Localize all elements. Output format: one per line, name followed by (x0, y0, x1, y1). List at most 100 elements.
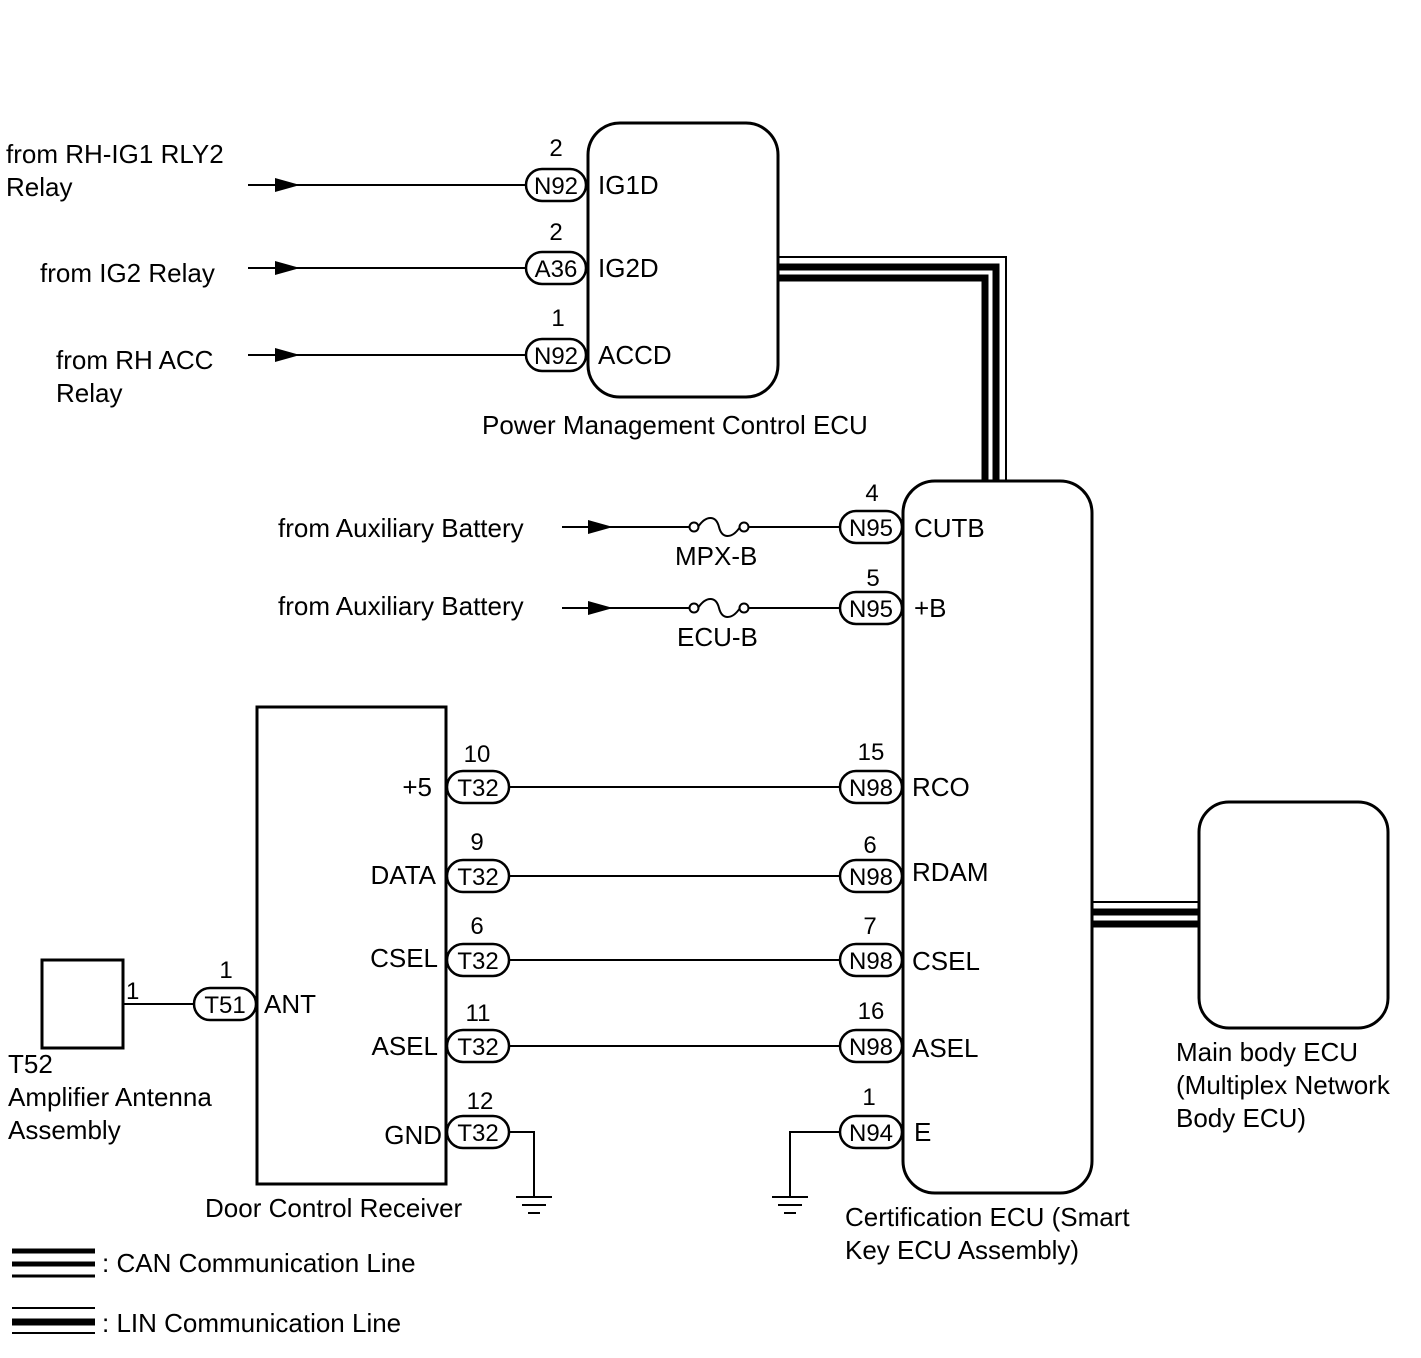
terminal-label: +5 (402, 772, 432, 802)
terminal-label: DATA (371, 860, 437, 890)
receiver-ant-connector: 1 T51 ANT (192, 957, 316, 1022)
receiver-pin-5v: +5 10 T32 (402, 741, 511, 805)
connector-code: T32 (457, 864, 498, 891)
main-body-ecu-label-line2: (Multiplex Network (1176, 1070, 1391, 1100)
certification-ecu-label-line2: Key ECU Assembly) (845, 1235, 1079, 1265)
amplifier-antenna-label-line3: Assembly (8, 1115, 121, 1145)
terminal-label: +B (914, 593, 947, 623)
can-line-pmc-to-cert (778, 256, 1007, 482)
connector-code: A36 (535, 256, 578, 283)
pin-number: 10 (464, 741, 491, 768)
pin-number: 2 (549, 135, 562, 162)
terminal-label: IG2D (598, 253, 659, 283)
receiver-pin-data: DATA 9 T32 (371, 829, 511, 894)
amplifier-antenna-box (40, 958, 125, 1050)
connector-code: N98 (849, 864, 893, 891)
cert-pin-rco: 15 N98 RCO (838, 739, 970, 805)
pin-number: 6 (863, 832, 876, 859)
terminal-label: RDAM (912, 857, 989, 887)
source-label-rh-ig1-line1: from RH-IG1 RLY2 (6, 139, 224, 169)
terminal-label: ANT (264, 989, 316, 1019)
pin-number: 11 (466, 1000, 491, 1027)
pin-number: 2 (549, 219, 562, 246)
connector-code: T51 (204, 992, 245, 1019)
pin-number: 1 (551, 305, 564, 332)
pin-number: 1 (219, 957, 232, 984)
connector-code: N98 (849, 1034, 893, 1061)
wire-b-feed (562, 598, 840, 618)
main-body-ecu-box (1197, 800, 1390, 1030)
fuse-label-ecu-b: ECU-B (677, 622, 758, 652)
main-body-ecu-label-line1: Main body ECU (1176, 1037, 1358, 1067)
pin-number: 7 (863, 913, 876, 940)
legend-can-symbol (12, 1248, 95, 1278)
terminal-label: GND (384, 1120, 442, 1150)
legend-can-label: : CAN Communication Line (102, 1248, 416, 1278)
connector-code: N98 (849, 775, 893, 802)
wire-ig1d (248, 178, 528, 192)
cert-pin-e: 1 N94 E (838, 1084, 931, 1150)
connector-code: N92 (534, 173, 578, 200)
connector-code: T32 (457, 948, 498, 975)
cert-pin-cutb: 4 N95 CUTB (838, 480, 985, 545)
cert-pin-asel: 16 N98 ASEL (838, 998, 979, 1064)
amplifier-antenna-label-line2: Amplifier Antenna (8, 1082, 212, 1112)
legend-lin-label: : LIN Communication Line (102, 1308, 401, 1338)
terminal-label: ASEL (912, 1033, 979, 1063)
fuse-label-mpx-b: MPX-B (675, 541, 757, 571)
receiver-pin-csel: CSEL 6 T32 (370, 913, 511, 978)
pmc-connector-accd: 1 N92 ACCD (524, 305, 672, 373)
pin-number: 12 (467, 1088, 494, 1115)
certification-ecu-label-line1: Certification ECU (Smart (845, 1202, 1130, 1232)
can-line-cert-to-main-body (1092, 901, 1199, 928)
pin-number: 16 (858, 998, 885, 1025)
pin-number: 5 (866, 565, 879, 592)
terminal-label: CSEL (370, 943, 438, 973)
terminal-label: CUTB (914, 513, 985, 543)
source-label-aux-battery-2: from Auxiliary Battery (278, 591, 524, 621)
wire-ig2d (248, 261, 528, 275)
terminal-label: ASEL (372, 1031, 439, 1061)
power-management-ecu-label: Power Management Control ECU (482, 410, 868, 440)
wire-accd (248, 348, 528, 362)
source-label-rh-acc-line2: Relay (56, 378, 122, 408)
legend-lin-symbol (12, 1307, 95, 1334)
connector-code: N98 (849, 948, 893, 975)
source-label-rh-acc-line1: from RH ACC (56, 345, 213, 375)
receiver-pin-gnd: GND 12 T32 (384, 1088, 511, 1150)
pmc-connector-ig1d: 2 N92 IG1D (524, 135, 659, 203)
amplifier-antenna-label-line1: T52 (8, 1049, 53, 1079)
connector-code: N94 (849, 1120, 893, 1147)
door-control-receiver-box (255, 705, 448, 1186)
power-management-ecu-box (586, 121, 780, 399)
pmc-connector-ig2d: 2 A36 IG2D (524, 219, 659, 286)
terminal-label: CSEL (912, 946, 980, 976)
terminal-label: IG1D (598, 170, 659, 200)
pin-number: 15 (858, 739, 885, 766)
ground-symbol-receiver (509, 1131, 552, 1214)
pin-number: 6 (470, 913, 483, 940)
cert-pin-rdam: 6 N98 RDAM (838, 832, 989, 894)
connector-code: N95 (849, 596, 893, 623)
terminal-label: E (914, 1117, 931, 1147)
source-label-ig2: from IG2 Relay (40, 258, 215, 288)
cert-pin-csel: 7 N98 CSEL (838, 913, 980, 978)
pin-number: 1 (862, 1084, 875, 1111)
certification-ecu-box (901, 479, 1094, 1195)
antenna-pin-number: 1 (126, 978, 139, 1005)
cert-pin-b: 5 N95 +B (838, 565, 947, 626)
door-control-receiver-label: Door Control Receiver (205, 1193, 463, 1223)
connector-code: T32 (457, 1120, 498, 1147)
connector-code: T32 (457, 1034, 498, 1061)
connector-code: N92 (534, 343, 578, 370)
receiver-pin-asel: ASEL 11 T32 (372, 1000, 511, 1064)
pin-number: 4 (865, 480, 878, 507)
source-label-aux-battery-1: from Auxiliary Battery (278, 513, 524, 543)
connector-code: N95 (849, 515, 893, 542)
connector-code: T32 (457, 775, 498, 802)
terminal-label: RCO (912, 772, 970, 802)
source-label-rh-ig1-line2: Relay (6, 172, 72, 202)
ground-symbol-cert-ecu (772, 1131, 840, 1214)
pin-number: 9 (470, 829, 483, 856)
wire-cutb-feed (562, 517, 840, 537)
